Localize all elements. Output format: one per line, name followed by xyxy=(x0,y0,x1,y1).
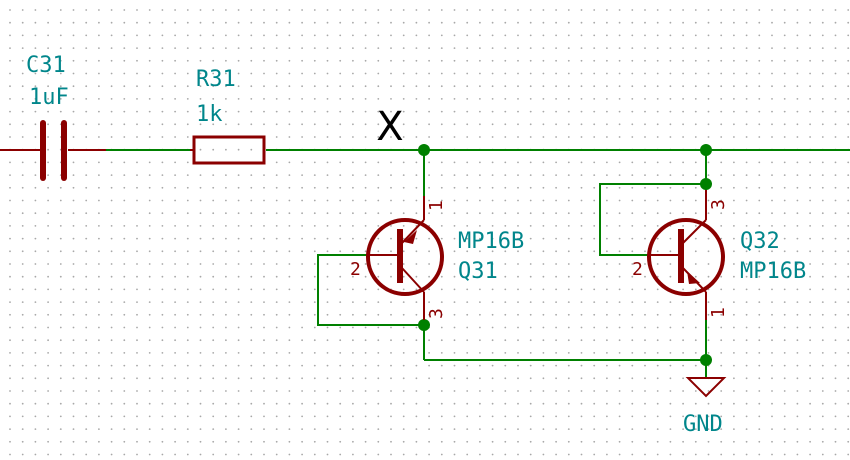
transistor-arrow xyxy=(687,271,700,284)
transistor-collector-lead xyxy=(401,219,425,244)
junction-dot xyxy=(700,178,712,190)
transistor-arrow xyxy=(404,230,417,244)
wire-q31-base-loop[interactable] xyxy=(317,254,424,326)
no-connect-flag[interactable]: X xyxy=(376,104,403,150)
capacitor-c31[interactable]: C31 1uF xyxy=(0,53,106,181)
junctions xyxy=(418,144,712,366)
pin-number: 2 xyxy=(350,259,361,280)
transistor-value-label: MP16B xyxy=(740,259,806,284)
pin-number: 3 xyxy=(708,199,729,210)
resistor-body xyxy=(192,135,266,165)
transistor-q32[interactable]: 3 2 1 Q32 MP16B xyxy=(632,190,806,320)
no-connect-x: X xyxy=(376,104,403,150)
grid-dots xyxy=(9,9,850,456)
pin-number: 2 xyxy=(632,259,643,280)
transistor-body xyxy=(366,218,444,296)
pin-number: 1 xyxy=(426,200,447,211)
transistor-ref-label: Q32 xyxy=(740,229,780,254)
resistor-r31[interactable]: R31 1k xyxy=(190,67,266,165)
capacitor-value-label: 1uF xyxy=(29,85,69,110)
pin-number: 3 xyxy=(426,308,447,319)
pin-number: 1 xyxy=(708,307,729,318)
transistor-collector-lead xyxy=(682,219,707,244)
transistor-value-label: MP16B xyxy=(458,229,524,254)
transistor-body xyxy=(647,218,725,296)
junction-dot xyxy=(700,144,712,156)
transistor-q31[interactable]: 1 2 3 MP16B Q31 xyxy=(350,196,524,320)
wire-q32-base-loop[interactable] xyxy=(599,183,706,256)
ground-symbol[interactable]: GND xyxy=(683,377,727,437)
transistor-ref-label: Q31 xyxy=(458,259,498,284)
capacitor-ref-label: C31 xyxy=(26,53,66,78)
ground-triangle xyxy=(685,377,727,398)
junction-dot xyxy=(418,144,430,156)
transistor-emitter-lead xyxy=(401,267,425,293)
ground-label: GND xyxy=(683,412,723,437)
resistor-ref-label: R31 xyxy=(196,67,236,92)
junction-dot xyxy=(418,319,430,331)
junction-dot xyxy=(700,354,712,366)
resistor-value-label: 1k xyxy=(196,102,223,127)
